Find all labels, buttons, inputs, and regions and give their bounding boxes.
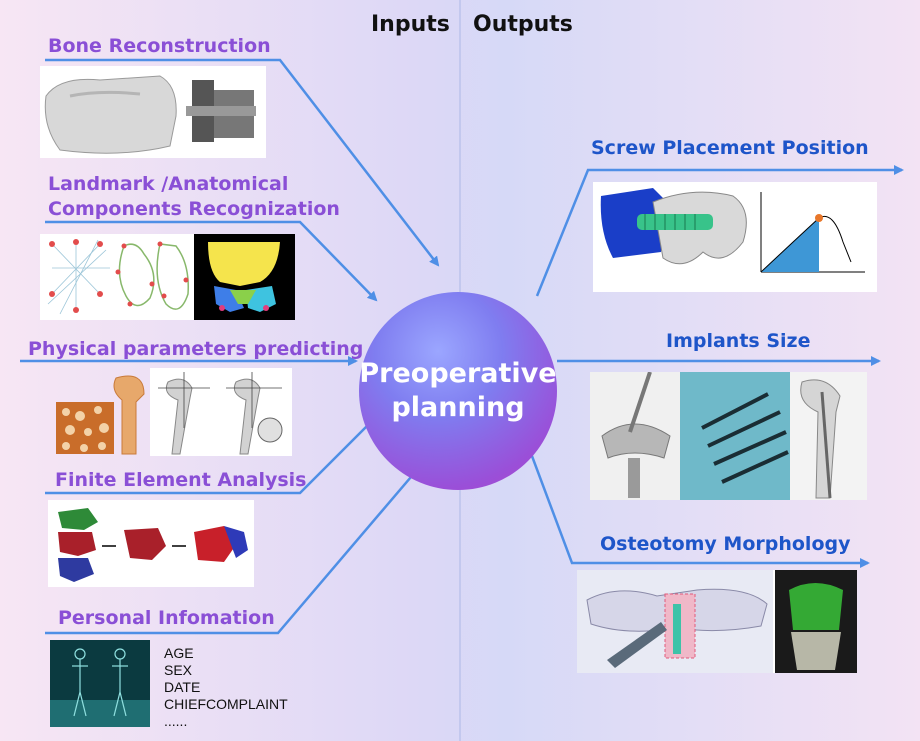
field-sex: SEX (164, 662, 193, 678)
implants-size-image (590, 372, 867, 500)
femur-parameters-image (150, 368, 292, 456)
field-ellipsis: ...... (164, 713, 188, 729)
arrow-finite-element (45, 416, 377, 495)
outputs-header: Outputs (473, 12, 573, 37)
arrow-screw (535, 165, 904, 297)
field-age: AGE (164, 645, 194, 661)
osteotomy-image (577, 570, 857, 673)
label-personal-info: Personal Infomation (58, 607, 275, 629)
arrow-personal-info (45, 455, 430, 635)
arrow-osteotomy (518, 423, 870, 568)
arrow-bone-reconstruction (45, 58, 440, 267)
center-line1: Preoperative (359, 358, 557, 389)
screw-placement-image (593, 182, 877, 292)
label-implants-size: Implants Size (666, 330, 811, 352)
personal-info-image (50, 640, 150, 727)
label-finite-element: Finite Element Analysis (55, 469, 307, 491)
inputs-header: Inputs (371, 12, 450, 37)
center-line2: planning (391, 392, 525, 423)
label-landmark-line1: Landmark /Anatomical (48, 173, 289, 195)
bone-microstructure-image (52, 368, 152, 456)
label-screw-placement: Screw Placement Position (591, 137, 869, 159)
field-date: DATE (164, 679, 201, 695)
personal-info-fields: AGE SEX DATE CHIEFCOMPLAINT ...... (164, 645, 288, 730)
label-landmark-line2: Components Recognization (48, 198, 340, 220)
field-chiefcomplaint: CHIEFCOMPLAINT (164, 696, 288, 712)
landmark-recognition-image (40, 234, 295, 320)
label-osteotomy: Osteotomy Morphology (600, 533, 851, 555)
label-bone-reconstruction: Bone Reconstruction (48, 35, 271, 57)
preoperative-planning-node: Preoperative planning (359, 292, 557, 490)
label-physical-parameters: Physical parameters predicting (28, 338, 364, 360)
finite-element-image (48, 500, 254, 587)
bone-reconstruction-image (40, 66, 266, 158)
arrow-landmark (45, 220, 378, 302)
